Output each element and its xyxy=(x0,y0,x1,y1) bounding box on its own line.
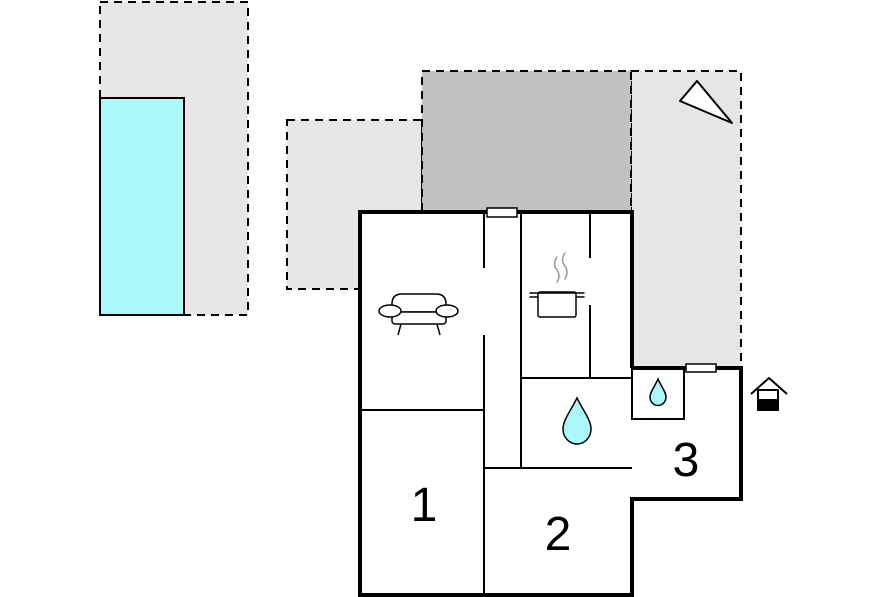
room-label-2: 2 xyxy=(545,508,572,561)
outdoor-areas xyxy=(99,1,742,370)
house-floor xyxy=(360,212,632,595)
cooking-pot-icon xyxy=(529,252,585,318)
swimming-pool xyxy=(99,97,185,316)
annex-floor xyxy=(632,368,741,499)
interior-walls xyxy=(360,212,685,595)
water-drop-icon xyxy=(562,396,592,445)
house-entrance-icon xyxy=(750,377,788,411)
sofa-icon xyxy=(378,293,459,336)
exterior-walls xyxy=(358,210,743,597)
covered-terrace xyxy=(421,70,632,213)
window xyxy=(685,363,717,373)
water-drop-icon xyxy=(649,377,667,407)
room-label-1: 1 xyxy=(411,479,438,532)
compass-arrow-icon xyxy=(679,80,733,124)
right-terrace xyxy=(630,70,742,370)
room-label-3: 3 xyxy=(673,434,700,487)
window xyxy=(486,207,518,218)
